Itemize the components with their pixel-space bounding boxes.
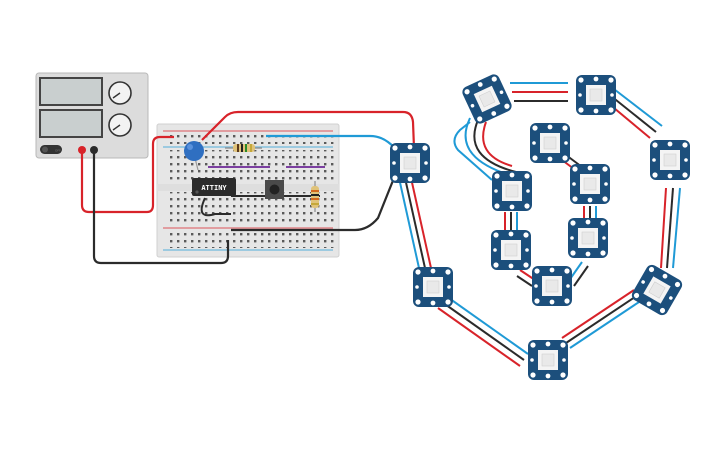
ceramic-capacitor[interactable] xyxy=(184,141,204,171)
neopixel-3[interactable] xyxy=(527,339,569,381)
wire-power-to-pixels[interactable] xyxy=(201,110,416,149)
power-supply[interactable]: OFF xyxy=(35,72,149,159)
neopixel-12[interactable] xyxy=(567,217,609,259)
wire-supply-positive[interactable] xyxy=(80,135,174,214)
neopixel-5[interactable] xyxy=(649,139,691,181)
wire-ground-to-pixels[interactable] xyxy=(231,167,400,232)
neopixel-8[interactable] xyxy=(529,122,571,164)
pushbutton[interactable] xyxy=(265,180,284,199)
resistor-horizontal[interactable] xyxy=(225,144,262,152)
wire-supply-ground[interactable] xyxy=(92,150,230,265)
neopixel-4[interactable] xyxy=(629,262,685,318)
neopixel-6[interactable] xyxy=(575,74,617,116)
neopixel-10[interactable] xyxy=(569,163,611,205)
neopixel-7[interactable] xyxy=(459,71,515,127)
wire-data-to-pixels[interactable] xyxy=(266,134,399,151)
power-off-label: OFF xyxy=(55,149,61,153)
chip-label: ATTINY xyxy=(201,184,227,192)
neopixel-9[interactable] xyxy=(491,170,533,212)
attiny-chip[interactable]: ATTINY xyxy=(192,178,236,196)
wire-chip-loop[interactable] xyxy=(200,197,231,217)
neopixel-11[interactable] xyxy=(490,229,532,271)
neopixel-13[interactable] xyxy=(531,265,573,307)
resistor-vertical[interactable] xyxy=(311,181,319,212)
neopixel-2[interactable] xyxy=(412,266,454,308)
neopixel-1[interactable] xyxy=(389,142,431,184)
